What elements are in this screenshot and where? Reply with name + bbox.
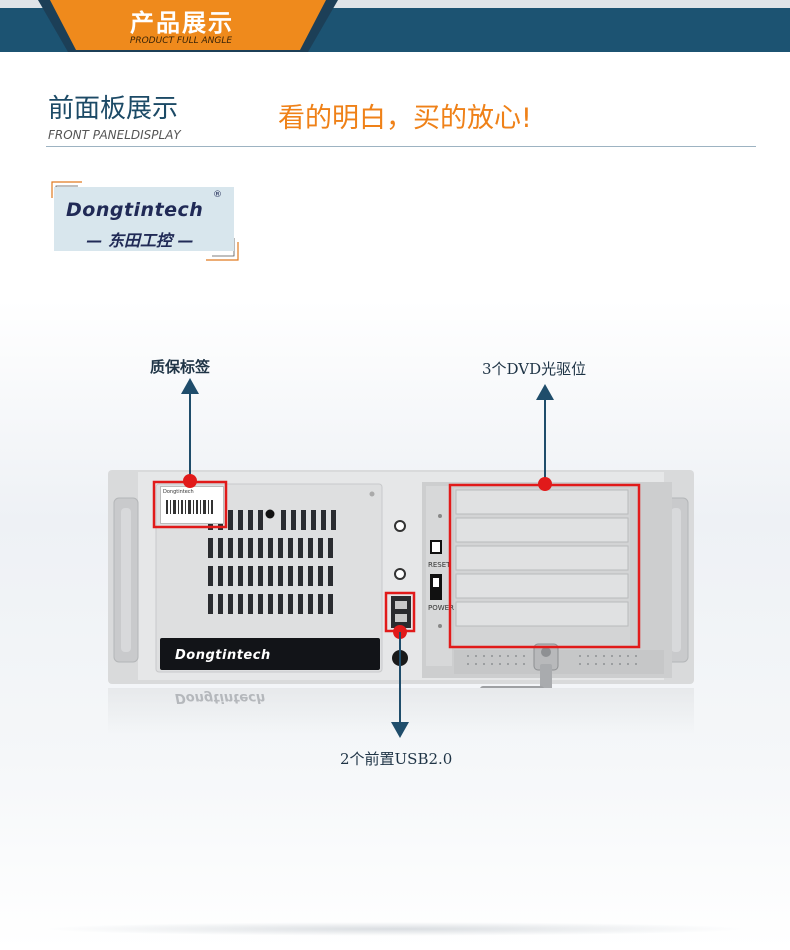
chassis-image	[108, 470, 694, 688]
callout-dvd-label: 3个DVD光驱位	[482, 360, 587, 378]
power-label: POWER	[428, 604, 454, 612]
banner-subtitle: PRODUCT FULL ANGLE	[129, 36, 233, 46]
logo-name: Dongtintech	[66, 199, 204, 221]
top-strip	[0, 0, 790, 8]
arrow-up-icon	[181, 378, 199, 394]
callout-warranty-label: 质保标签	[150, 358, 211, 376]
logo-frame-icon	[51, 181, 239, 261]
logo-registered-mark: ®	[213, 190, 222, 200]
bottom-shadow	[40, 922, 750, 936]
section-subtitle: FRONT PANELDISPLAY	[48, 128, 181, 142]
arrow-down-icon	[391, 722, 409, 738]
reset-label: RESET	[428, 561, 451, 569]
sticker-brand: Dongtintech	[163, 489, 194, 495]
chassis-front-brand: Dongtintech	[175, 648, 271, 663]
logo-chinese-name: — 东田工控 —	[86, 231, 194, 250]
arrow-up-icon	[536, 384, 554, 400]
banner-title: 产品展示	[130, 9, 234, 37]
section-title: 前面板展示	[48, 94, 179, 124]
sticker-barcode-icon	[166, 500, 213, 514]
section-slogan: 看的明白，买的放心!	[278, 103, 532, 134]
banner-tab	[38, 0, 338, 52]
section-divider	[46, 146, 756, 147]
logo-box	[54, 187, 234, 251]
callout-usb-label: 2个前置USB2.0	[340, 750, 453, 768]
